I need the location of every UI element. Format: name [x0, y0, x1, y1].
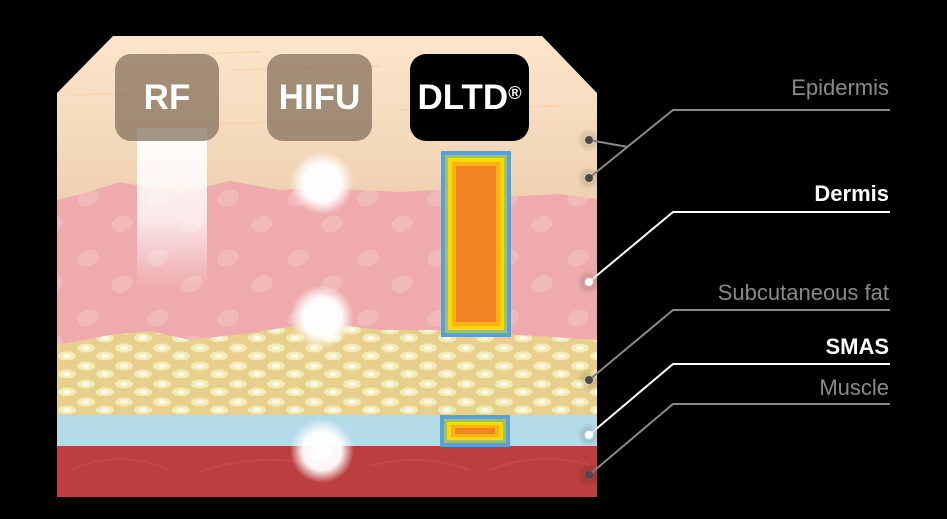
method-label: HIFU: [278, 77, 361, 117]
method-label: RF: [143, 77, 191, 117]
dltd-dermis-thermal-zone: [441, 151, 511, 337]
layer-label-muscle: Muscle: [819, 375, 889, 400]
leader-line-dermis: [588, 211, 890, 283]
anchor-dot-epidermis: [585, 136, 593, 144]
anchor-dot-epidermis: [585, 174, 593, 182]
method-badge-rf: RF: [115, 54, 219, 141]
anchor-dot-muscle: [585, 471, 593, 479]
subcutaneous-fat-layer: [57, 322, 597, 416]
anchor-dot-smas: [585, 431, 593, 439]
dltd-smas-thermal-zone: [440, 415, 510, 447]
layer-label-epidermis: Epidermis: [791, 75, 889, 100]
hifu-focal-point: [290, 419, 354, 483]
hifu-focal-point: [290, 285, 354, 349]
method-badge-dltd: DLTD®: [410, 54, 529, 141]
rf-energy-beam: [137, 128, 207, 288]
hifu-focal-point: [290, 151, 354, 215]
leader-line-epidermis: [588, 109, 890, 179]
layer-label-dermis: Dermis: [814, 181, 889, 206]
anchor-dot-subcutaneous-fat: [585, 376, 593, 384]
leader-line-smas: [588, 363, 890, 436]
leader-line-muscle: [588, 403, 890, 476]
leader-line-subcutaneous-fat: [588, 309, 890, 381]
method-label: DLTD: [417, 77, 509, 117]
layer-label-smas: SMAS: [825, 334, 889, 359]
anchor-dot-dermis: [585, 278, 593, 286]
layer-label-subcutaneous-fat: Subcutaneous fat: [717, 280, 889, 305]
method-badge-hifu: HIFU: [267, 54, 372, 141]
registered-mark: ®: [508, 83, 522, 103]
